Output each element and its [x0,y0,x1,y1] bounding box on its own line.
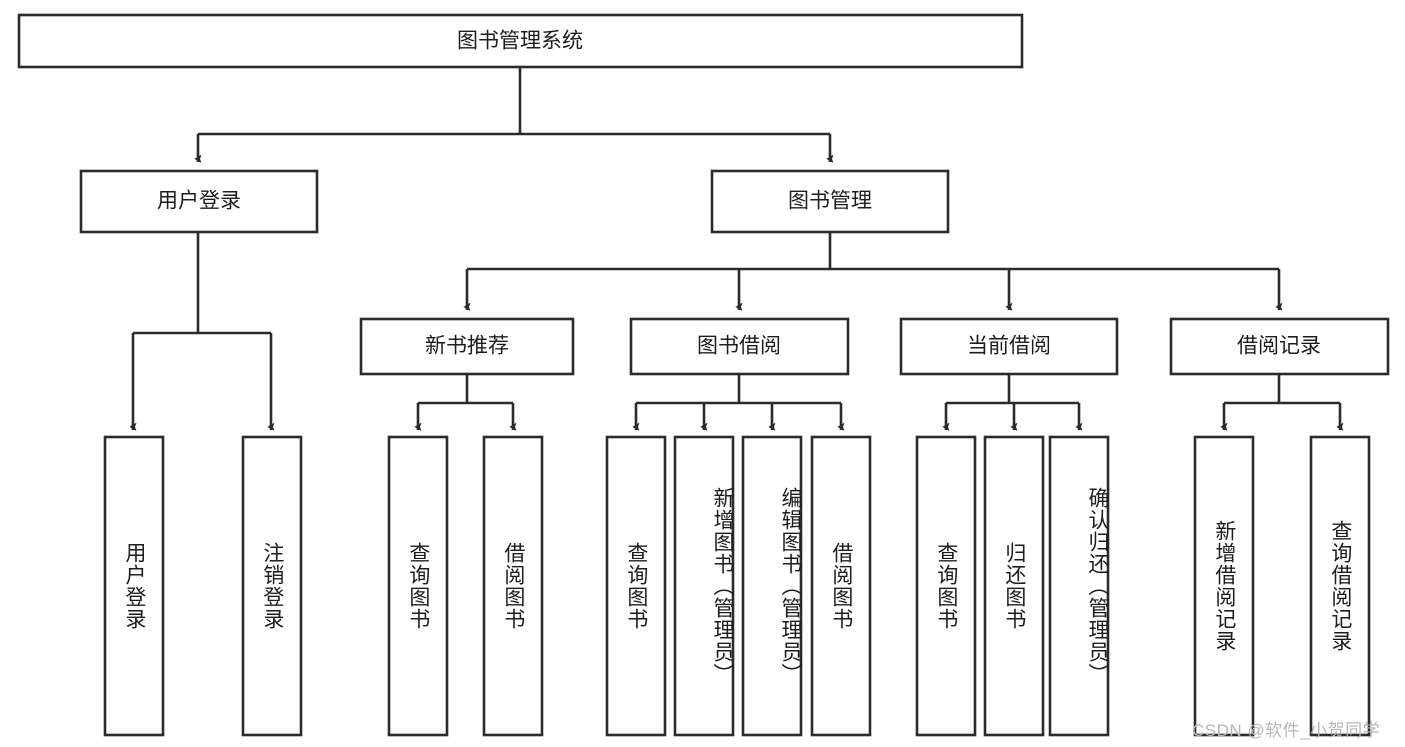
node-leaf-borrow-book-2[interactable] [810,435,872,737]
node-leaf-query-book-2[interactable] [605,435,667,737]
node-leaf-query-record[interactable] [1309,435,1371,737]
node-borrow-label: 图书借阅 [697,335,781,358]
nodes-layer: 图书管理系统 用户登录 图书管理 新书推荐 图书借阅 当前 [17,13,1390,737]
node-leaf-borrow-book-1[interactable] [482,435,544,737]
node-root-label: 图书管理系统 [457,30,583,53]
node-newbook-label: 新书推荐 [425,335,509,358]
node-newbook[interactable]: 新书推荐 [359,317,575,376]
node-current-label: 当前借阅 [967,335,1051,358]
node-leaf-add-book[interactable] [673,435,735,737]
csdn-watermark: CSDN @软件_小贺同学 [1192,721,1381,740]
node-leaf-return-book[interactable] [983,435,1045,737]
node-login-label: 用户登录 [157,190,241,213]
node-bookmgmt[interactable]: 图书管理 [710,169,950,234]
node-records-label: 借阅记录 [1237,335,1321,358]
node-current[interactable]: 当前借阅 [899,317,1119,376]
node-borrow[interactable]: 图书借阅 [629,317,850,376]
node-leaf-query-book-1[interactable] [387,435,449,737]
node-records[interactable]: 借阅记录 [1169,317,1390,376]
node-leaf-user-login[interactable] [103,435,165,737]
node-leaf-query-book-3[interactable] [915,435,977,737]
node-leaf-add-record[interactable] [1193,435,1255,737]
node-leaf-edit-book[interactable] [741,435,803,737]
node-leaf-confirm-return[interactable] [1048,435,1110,737]
node-leaf-logout[interactable] [241,435,303,737]
edges-layer [133,67,1340,430]
node-login[interactable]: 用户登录 [79,169,319,234]
node-bookmgmt-label: 图书管理 [788,190,872,213]
node-root[interactable]: 图书管理系统 [17,13,1024,69]
